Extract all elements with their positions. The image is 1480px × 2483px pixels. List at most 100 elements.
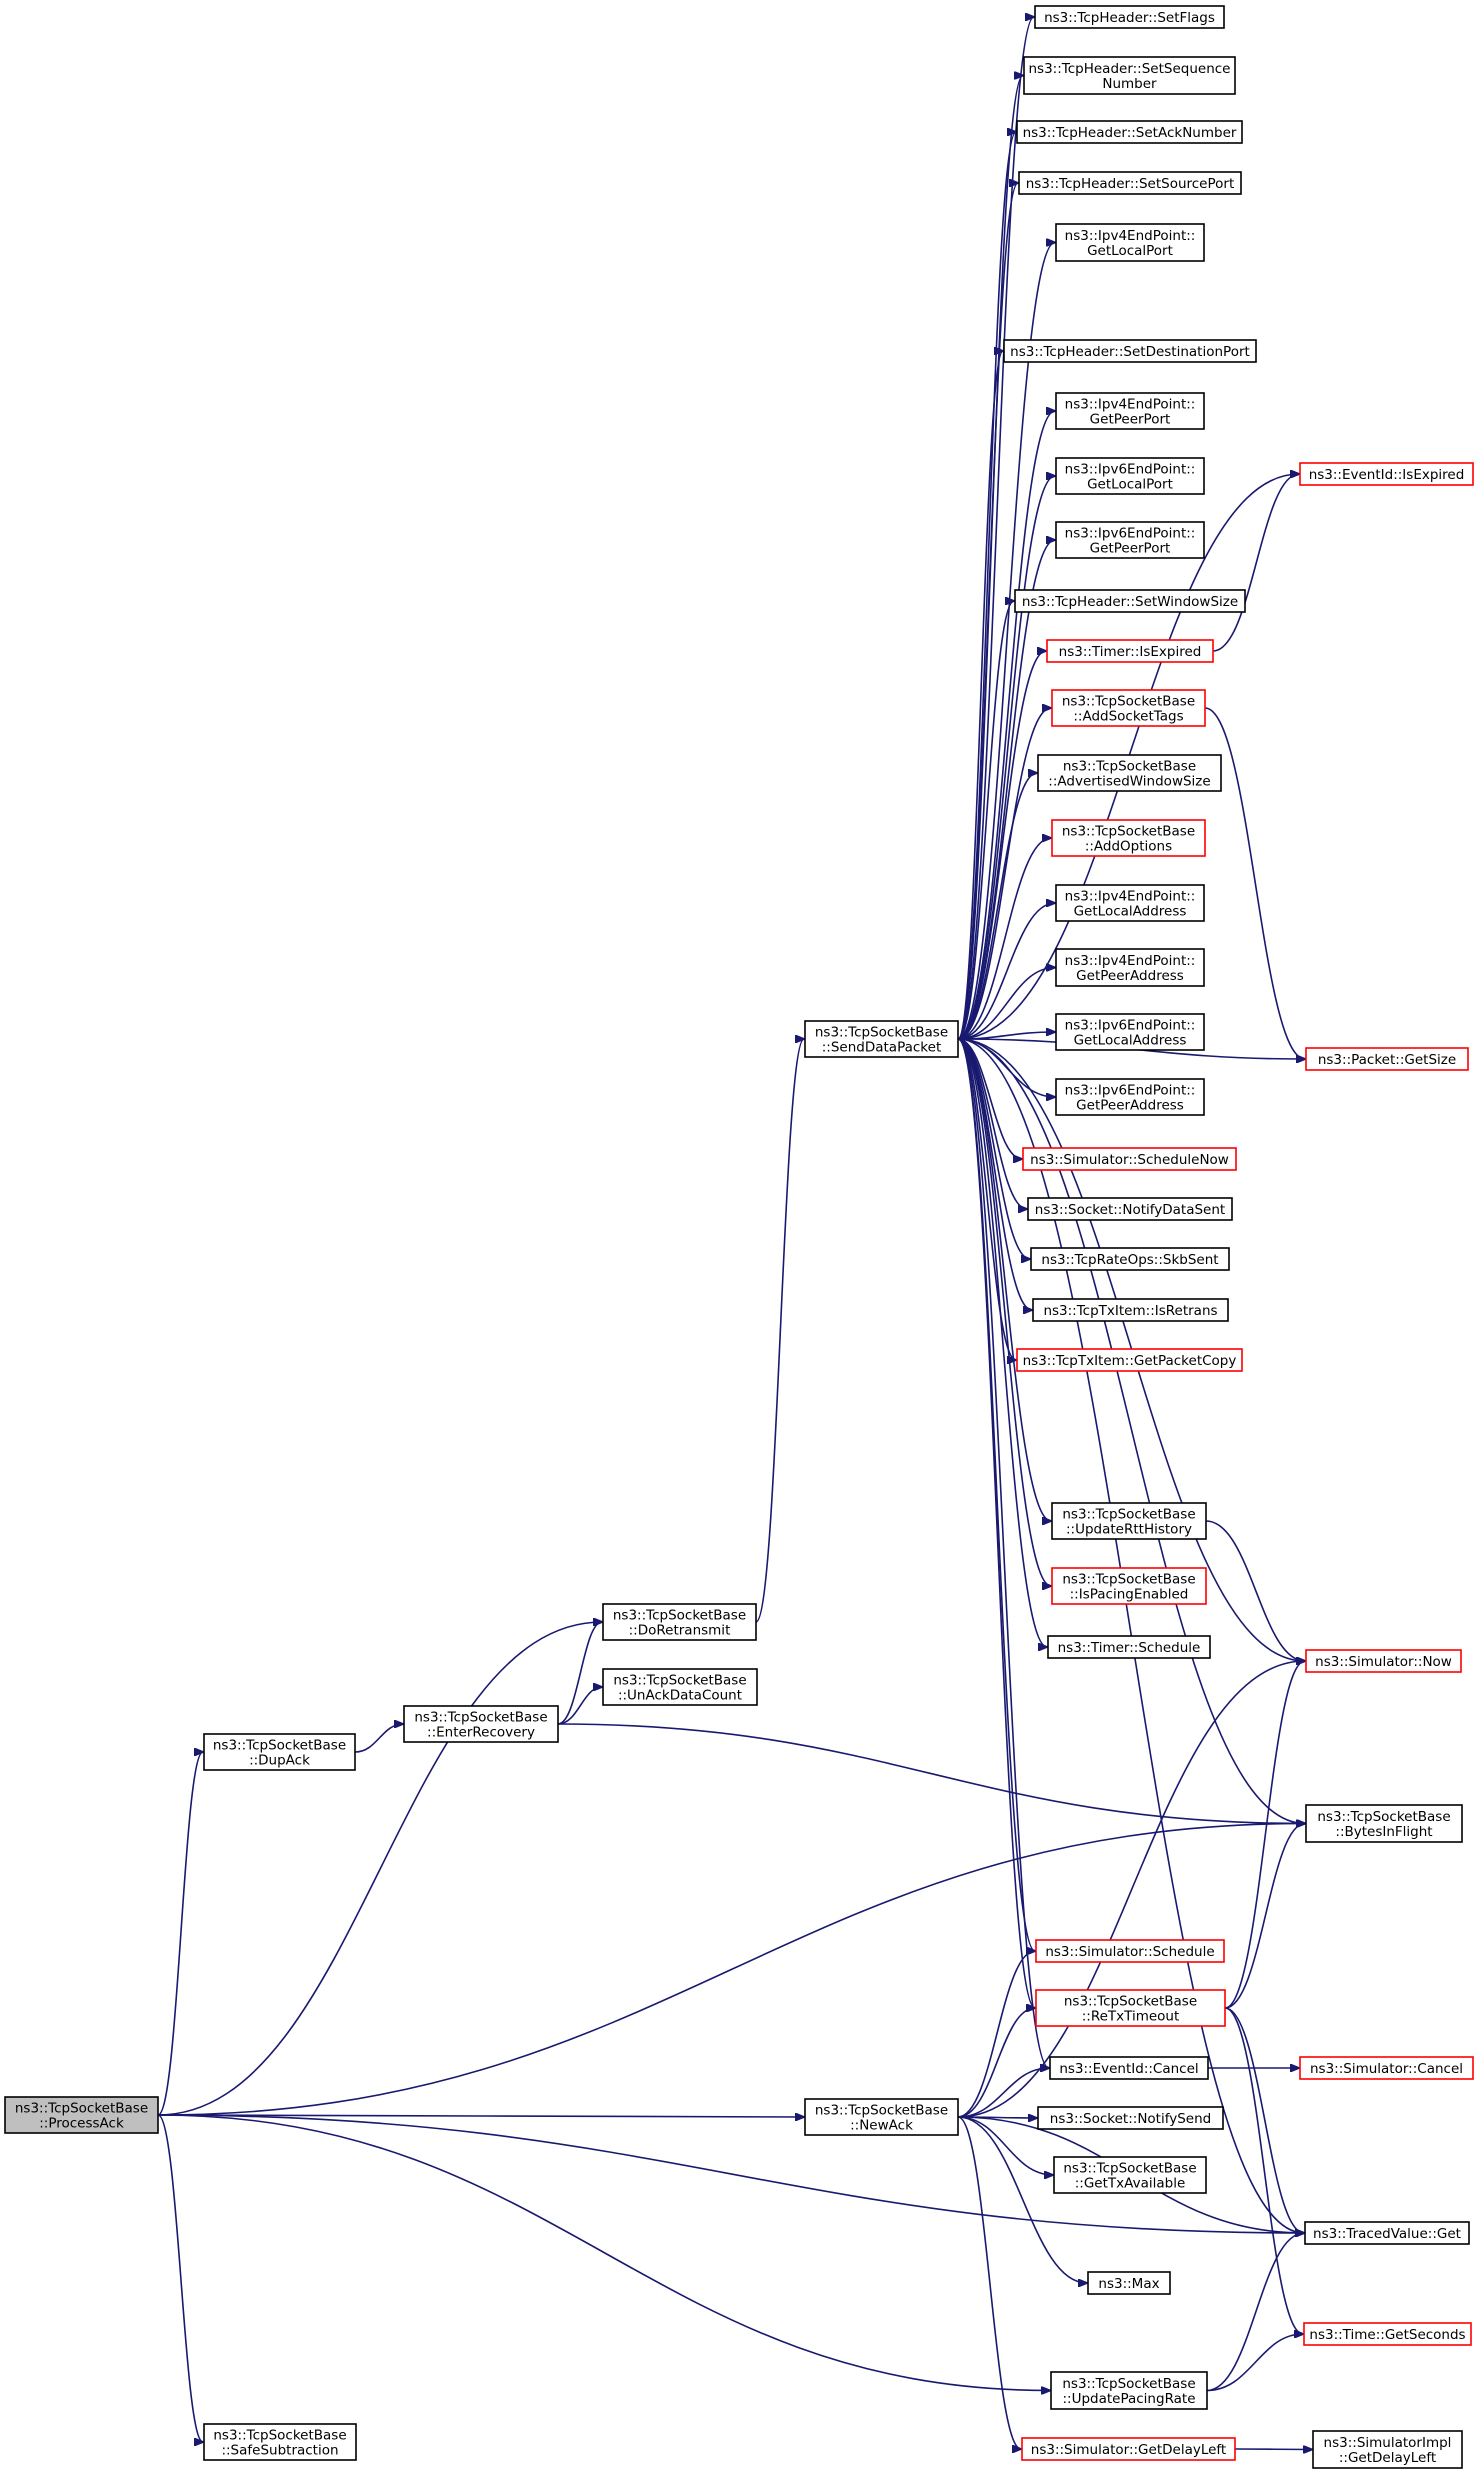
node-addsockettags[interactable]: ns3::TcpSocketBase::AddSocketTags <box>1051 689 1206 727</box>
node-advwindowsize-label-line: ns3::TcpSocketBase <box>1063 759 1196 775</box>
node-enterrecovery-label-line: ns3::TcpSocketBase <box>414 1710 547 1726</box>
node-timerschedule-box <box>1047 1635 1211 1659</box>
node-simschedule-box <box>1035 1939 1225 1963</box>
node-getpacketcopy[interactable]: ns3::TcpTxItem::GetPacketCopy <box>1016 1348 1243 1372</box>
node-setwindowsize-label-line: ns3::TcpHeader::SetWindowSize <box>1022 594 1238 610</box>
node-doretransmit[interactable]: ns3::TcpSocketBase::DoRetransmit <box>602 1603 757 1641</box>
node-schedulenow[interactable]: ns3::Simulator::ScheduleNow <box>1022 1147 1237 1171</box>
node-senddatapacket[interactable]: ns3::TcpSocketBase::SendDataPacket <box>804 1020 959 1058</box>
node-ipv6getlocaladdr[interactable]: ns3::Ipv6EndPoint::GetLocalAddress <box>1055 1013 1205 1051</box>
node-setack-label-line: ns3::TcpHeader::SetAckNumber <box>1023 125 1237 141</box>
node-getdelayleft[interactable]: ns3::Simulator::GetDelayLeft <box>1021 2437 1236 2461</box>
node-setwindowsize[interactable]: ns3::TcpHeader::SetWindowSize <box>1014 589 1246 613</box>
node-ipv6getlocalport[interactable]: ns3::Ipv6EndPoint::GetLocalPort <box>1055 457 1205 495</box>
node-setseq-label-line: ns3::TcpHeader::SetSequence <box>1029 61 1231 77</box>
node-bytesinflight-box <box>1305 1804 1463 1843</box>
node-isretrans[interactable]: ns3::TcpTxItem::IsRetrans <box>1032 1298 1229 1322</box>
node-dupack-label-line: ns3::TcpSocketBase <box>213 1738 346 1754</box>
node-gettxavailable[interactable]: ns3::TcpSocketBase::GetTxAvailable <box>1053 2156 1207 2194</box>
node-ipv4getlocalport[interactable]: ns3::Ipv4EndPoint::GetLocalPort <box>1055 223 1205 262</box>
node-notifydatasent-label-line: ns3::Socket::NotifyDataSent <box>1035 1202 1225 1218</box>
node-eventcancel[interactable]: ns3::EventId::Cancel <box>1049 2056 1209 2080</box>
node-safesubtraction[interactable]: ns3::TcpSocketBase::SafeSubtraction <box>203 2423 357 2461</box>
node-timerisexpired[interactable]: ns3::Timer::IsExpired <box>1046 639 1214 663</box>
node-processack[interactable]: ns3::TcpSocketBase::ProcessAck <box>4 2096 159 2134</box>
node-getseconds-box <box>1303 2322 1472 2346</box>
edge-processack-to-doretransmit <box>157 1622 602 2116</box>
node-bytesinflight-label-line: ::BytesInFlight <box>1335 1824 1432 1840</box>
node-implgetdelayleft-box <box>1312 2430 1463 2469</box>
node-unackdatacount-box <box>602 1668 758 1706</box>
node-tracedget[interactable]: ns3::TracedValue::Get <box>1304 2221 1470 2245</box>
node-timerschedule[interactable]: ns3::Timer::Schedule <box>1047 1635 1211 1659</box>
node-newack-box <box>804 2098 959 2136</box>
node-ipv4getpeerport[interactable]: ns3::Ipv4EndPoint::GetPeerPort <box>1055 392 1205 430</box>
node-notifysend[interactable]: ns3::Socket::NotifySend <box>1037 2106 1224 2130</box>
edge-processack-to-newack <box>157 2115 804 2117</box>
node-updatepacingrate[interactable]: ns3::TcpSocketBase::UpdatePacingRate <box>1050 2371 1208 2410</box>
node-ipv4getlocaladdr-label-line: GetLocalAddress <box>1074 904 1187 920</box>
node-newack-label-line: ::NewAck <box>850 2118 913 2134</box>
node-senddatapacket-box <box>804 1020 959 1058</box>
node-simcancel-label-line: ns3::Simulator::Cancel <box>1310 2061 1463 2077</box>
node-skbsent[interactable]: ns3::TcpRateOps::SkbSent <box>1030 1247 1230 1271</box>
node-eventcancel-box <box>1049 2056 1209 2080</box>
node-dupack[interactable]: ns3::TcpSocketBase::DupAck <box>203 1733 356 1771</box>
node-bytesinflight[interactable]: ns3::TcpSocketBase::BytesInFlight <box>1305 1804 1463 1843</box>
node-packetgetsize-label-line: ns3::Packet::GetSize <box>1318 1052 1456 1068</box>
node-setflags[interactable]: ns3::TcpHeader::SetFlags <box>1034 5 1225 29</box>
node-setsrcport[interactable]: ns3::TcpHeader::SetSourcePort <box>1018 171 1242 195</box>
node-ipv6getpeeraddr-box <box>1055 1078 1205 1116</box>
node-retxtimeout[interactable]: ns3::TcpSocketBase::ReTxTimeout <box>1035 1989 1226 2027</box>
node-simschedule[interactable]: ns3::Simulator::Schedule <box>1035 1939 1225 1963</box>
node-eventisexpired[interactable]: ns3::EventId::IsExpired <box>1299 462 1474 486</box>
edge-senddatapacket-to-setdstport <box>957 351 1003 1040</box>
node-updatertthistory[interactable]: ns3::TcpSocketBase::UpdateRttHistory <box>1051 1502 1207 1540</box>
node-notifydatasent[interactable]: ns3::Socket::NotifyDataSent <box>1027 1197 1233 1221</box>
edge-senddatapacket-to-setsrcport <box>957 183 1018 1040</box>
node-ispacingenabled[interactable]: ns3::TcpSocketBase::IsPacingEnabled <box>1051 1567 1207 1605</box>
edge-enterrecovery-to-bytesinflight <box>557 1723 1305 1824</box>
node-max[interactable]: ns3::Max <box>1087 2271 1171 2295</box>
edge-senddatapacket-to-notifydatasent <box>957 1038 1027 1209</box>
node-implgetdelayleft[interactable]: ns3::SimulatorImpl::GetDelayLeft <box>1312 2430 1463 2469</box>
node-processack-label-line: ::ProcessAck <box>39 2116 124 2132</box>
node-advwindowsize[interactable]: ns3::TcpSocketBase::AdvertisedWindowSize <box>1037 754 1222 792</box>
node-ipv6getpeerport[interactable]: ns3::Ipv6EndPoint::GetPeerPort <box>1055 521 1205 559</box>
edge-senddatapacket-to-ispacingenabled <box>957 1038 1051 1586</box>
node-ipv6getlocaladdr-label-line: ns3::Ipv6EndPoint:: <box>1065 1018 1196 1034</box>
edge-processack-to-tracedget <box>157 2114 1304 2233</box>
node-unackdatacount[interactable]: ns3::TcpSocketBase::UnAckDataCount <box>602 1668 758 1706</box>
node-setdstport[interactable]: ns3::TcpHeader::SetDestinationPort <box>1003 339 1257 363</box>
node-simnow[interactable]: ns3::Simulator::Now <box>1305 1649 1462 1673</box>
edge-newack-to-max <box>957 2116 1087 2283</box>
node-simcancel-box <box>1299 2056 1474 2080</box>
node-simnow-box <box>1305 1649 1462 1673</box>
node-ipv4getlocaladdr-label-line: ns3::Ipv4EndPoint:: <box>1065 889 1196 905</box>
node-newack[interactable]: ns3::TcpSocketBase::NewAck <box>804 2098 959 2136</box>
edge-addsockettags-to-packetgetsize <box>1204 707 1305 1059</box>
node-processack-label-line: ns3::TcpSocketBase <box>15 2101 148 2117</box>
node-getdelayleft-label-line: ns3::Simulator::GetDelayLeft <box>1031 2442 1226 2458</box>
node-timerschedule-label-line: ns3::Timer::Schedule <box>1058 1640 1201 1656</box>
node-ipv4getlocaladdr[interactable]: ns3::Ipv4EndPoint::GetLocalAddress <box>1055 884 1205 922</box>
node-addoptions[interactable]: ns3::TcpSocketBase::AddOptions <box>1051 819 1206 857</box>
node-enterrecovery[interactable]: ns3::TcpSocketBase::EnterRecovery <box>403 1705 559 1743</box>
edge-newack-to-simnow <box>957 1661 1305 2118</box>
node-max-label-line: ns3::Max <box>1098 2276 1159 2292</box>
node-ipv6getpeeraddr[interactable]: ns3::Ipv6EndPoint::GetPeerAddress <box>1055 1078 1205 1116</box>
node-ipv4getlocalport-box <box>1055 223 1205 262</box>
node-getseconds[interactable]: ns3::Time::GetSeconds <box>1303 2322 1472 2346</box>
edge-processack-to-updatepacingrate <box>157 2114 1050 2391</box>
edge-retxtimeout-to-simnow <box>1224 1661 1305 2009</box>
edge-newack-to-eventcancel <box>957 2068 1049 2118</box>
edge-processack-to-dupack <box>157 1752 203 2116</box>
node-simcancel[interactable]: ns3::Simulator::Cancel <box>1299 2056 1474 2080</box>
node-implgetdelayleft-label-line: ::GetDelayLeft <box>1339 2450 1436 2466</box>
node-ipv4getpeeraddr[interactable]: ns3::Ipv4EndPoint::GetPeerAddress <box>1055 948 1205 987</box>
node-tracedget-label-line: ns3::TracedValue::Get <box>1313 2226 1461 2242</box>
node-setack[interactable]: ns3::TcpHeader::SetAckNumber <box>1016 120 1243 144</box>
node-getseconds-label-line: ns3::Time::GetSeconds <box>1309 2327 1465 2343</box>
node-packetgetsize[interactable]: ns3::Packet::GetSize <box>1305 1047 1469 1071</box>
